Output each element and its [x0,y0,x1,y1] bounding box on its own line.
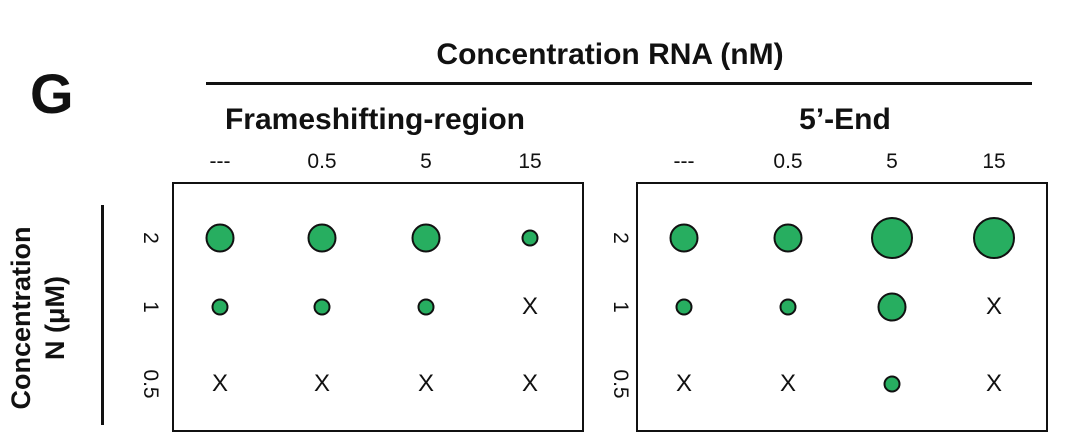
frameshifting-row-label: 0.5 [139,369,162,399]
five-prime-end-column-label: --- [673,150,695,173]
five-prime-end-panel [636,182,1048,432]
n-concentration-title: Concentration N (μM) [4,226,72,409]
title-rule [206,82,1032,85]
frameshifting-droplet-dot [411,223,441,253]
frameshifting-no-droplet-mark: X [211,370,229,397]
five-prime-end-row-label: 2 [609,232,632,244]
five-prime-end-no-droplet-mark: X [779,370,797,397]
five-prime-end-column-label: 15 [982,150,1006,173]
five-prime-end-no-droplet-mark: X [985,293,1003,320]
five-prime-end-row-label: 1 [609,301,632,313]
five-prime-end-droplet-dot [669,223,699,253]
frameshifting-droplet-dot [313,298,331,316]
frameshifting-droplet-dot [521,229,539,247]
five-prime-end-no-droplet-mark: X [985,370,1003,397]
rna-concentration-title: Concentration RNA (nM) [436,38,784,71]
frameshifting-column-label: 5 [420,150,432,173]
frameshifting-row-label: 2 [139,232,162,244]
five-prime-end-droplet-dot [973,217,1015,259]
frameshifting-droplet-dot [307,223,337,253]
five-prime-end-row-label: 0.5 [609,369,632,399]
frameshifting-region-title: Frameshifting-region [224,103,525,136]
frameshifting-no-droplet-mark: X [521,293,539,320]
frameshifting-no-droplet-mark: X [417,370,435,397]
five-prime-end-column-label: 5 [886,150,898,173]
frameshifting-no-droplet-mark: X [313,370,331,397]
panel-letter: G [30,62,74,125]
frameshifting-row-label: 1 [139,301,162,313]
frameshifting-column-label: 15 [518,150,542,173]
five-prime-end-droplet-dot [871,217,913,259]
y-title-rule [101,205,104,425]
five-prime-end-droplet-dot [779,298,797,316]
frameshifting-droplet-dot [417,298,435,316]
y-title-line-2: N (μM) [40,276,70,361]
five-prime-end-title: 5’-End [799,103,891,136]
frameshifting-column-label: --- [209,150,231,173]
frameshifting-droplet-dot [205,223,235,253]
five-prime-end-droplet-dot [877,292,907,322]
five-prime-end-droplet-dot [883,375,901,393]
five-prime-end-droplet-dot [773,223,803,253]
five-prime-end-droplet-dot [675,298,693,316]
five-prime-end-no-droplet-mark: X [675,370,693,397]
frameshifting-droplet-dot [211,298,229,316]
frameshifting-region-panel [172,182,584,432]
y-title-line-1: Concentration [6,226,36,410]
frameshifting-column-label: 0.5 [307,150,337,173]
frameshifting-no-droplet-mark: X [521,370,539,397]
five-prime-end-column-label: 0.5 [773,150,803,173]
